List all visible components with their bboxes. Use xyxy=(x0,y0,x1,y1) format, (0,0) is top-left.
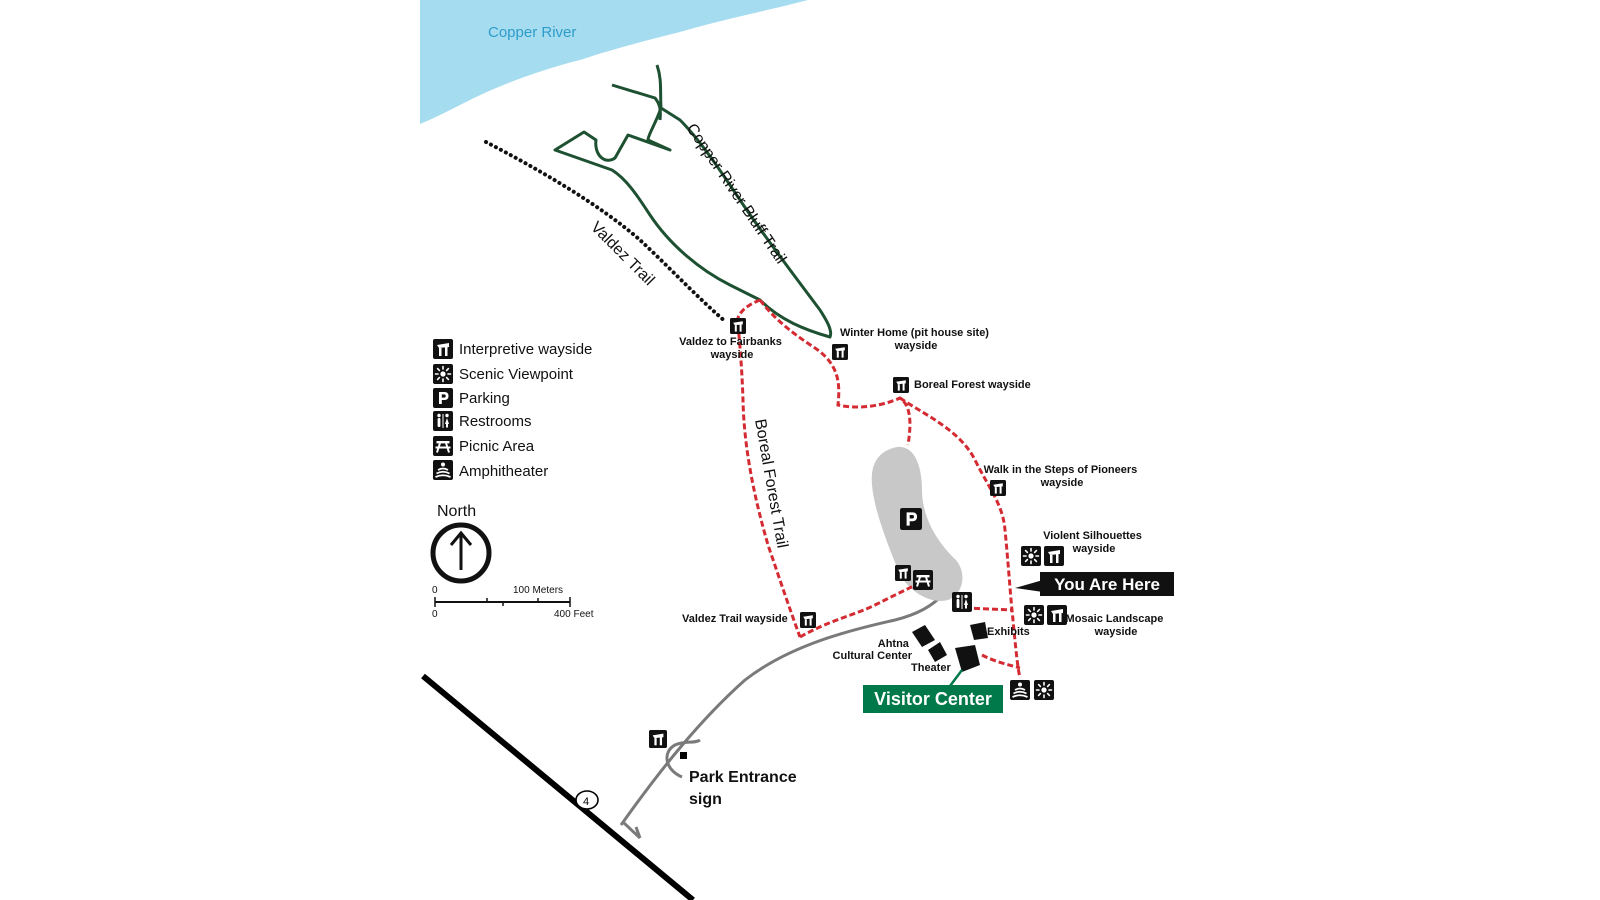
boreal-trail-label: Boreal Forest Trail xyxy=(751,418,790,550)
mosaic-viewpoint-icon[interactable] xyxy=(1024,605,1044,625)
legend-label: Picnic Area xyxy=(459,438,535,455)
violent-silhouettes-label: Violent Silhouettes wayside xyxy=(1043,530,1145,555)
exhibits-building xyxy=(970,622,988,640)
ahtna-label: Ahtna Cultural Center xyxy=(833,638,913,662)
legend-label: Restrooms xyxy=(459,413,532,430)
wayside-boreal-forest-icon[interactable] xyxy=(893,377,909,393)
wayside-violent-silhouettes-icon[interactable] xyxy=(1044,546,1064,566)
wayside-valdez-fairbanks-icon[interactable] xyxy=(730,318,746,334)
picnic-area-map-icon[interactable] xyxy=(913,570,933,590)
legend-restrooms-icon xyxy=(433,411,453,431)
picnic-wayside-icon[interactable] xyxy=(895,565,911,581)
scale-feet-zero: 0 xyxy=(432,609,438,620)
route-shield xyxy=(575,790,599,810)
entrance-sign-marker xyxy=(680,752,687,759)
mosaic-landscape-label: Mosaic Landscape wayside xyxy=(1066,613,1167,638)
visitor-center-pointer xyxy=(949,669,963,687)
winter-home-label: Winter Home (pit house site) wayside xyxy=(840,327,992,352)
entrance-road-spur xyxy=(622,821,642,840)
amphitheater-viewpoint-icon[interactable] xyxy=(1034,680,1054,700)
wayside-winter-home-icon[interactable] xyxy=(832,344,848,360)
violent-silhouettes-viewpoint-icon[interactable] xyxy=(1021,546,1041,566)
you-are-here-pointer xyxy=(1015,580,1043,592)
north-compass: North xyxy=(430,503,492,584)
copper-river-water xyxy=(420,0,808,124)
legend-parking-icon xyxy=(433,388,453,408)
legend: Interpretive wayside Scenic Viewpoint Pa… xyxy=(433,339,592,480)
visitor-center-box xyxy=(863,685,1003,713)
scale-meters-zero: 0 xyxy=(432,585,438,596)
visitor-center-label: Visitor Center xyxy=(874,689,992,709)
river-label: Copper River xyxy=(488,24,576,41)
scale-feet-value: 400 Feet xyxy=(554,609,594,620)
legend-interpretive-wayside-icon xyxy=(433,339,453,359)
visitor-center-building xyxy=(955,645,980,672)
route-number: 4 xyxy=(583,796,589,808)
valdez-trail-wayside-label: Valdez Trail wayside xyxy=(682,613,788,625)
valdez-trail-line xyxy=(484,140,728,324)
bluff-trail-line xyxy=(553,64,833,339)
entrance-road xyxy=(619,593,945,826)
legend-label: Interpretive wayside xyxy=(459,341,592,358)
legend-scenic-viewpoint-icon xyxy=(433,364,453,384)
bluff-trail-label: Copper River Bluff Trail xyxy=(683,121,789,267)
amphitheater-map-icon[interactable] xyxy=(1010,680,1030,700)
wayside-pioneers-icon[interactable] xyxy=(990,480,1006,496)
north-label: North xyxy=(437,503,476,520)
restrooms-map-icon[interactable] xyxy=(952,592,972,612)
highway-4 xyxy=(421,673,695,900)
pioneers-label: Walk in the Steps of Pioneers wayside xyxy=(984,464,1141,489)
legend-amphitheater-icon xyxy=(433,460,453,480)
scale-bar: 0 100 Meters 0 400 Feet xyxy=(432,585,594,620)
legend-label: Amphitheater xyxy=(459,463,548,480)
scale-meters-value: 100 Meters xyxy=(513,585,563,596)
valdez-fairbanks-label: Valdez to Fairbanks wayside xyxy=(679,336,785,361)
buildings xyxy=(912,622,988,672)
wayside-mosaic-landscape-icon[interactable] xyxy=(1047,605,1067,625)
legend-picnic-area-icon xyxy=(433,436,453,456)
entrance-sign-loop xyxy=(665,738,701,779)
you-are-here-label: You Are Here xyxy=(1054,575,1160,594)
legend-label: Scenic Viewpoint xyxy=(459,366,574,383)
wayside-valdez-trail-icon[interactable] xyxy=(800,612,816,628)
bluff-trail-upper xyxy=(611,83,662,121)
boreal-forest-wayside-label: Boreal Forest wayside xyxy=(914,379,1031,391)
valdez-trail-label: Valdez Trail xyxy=(587,219,657,289)
you-are-here-box xyxy=(1040,572,1174,596)
theater-label: Theater xyxy=(911,662,951,674)
wayside-entrance-icon[interactable] xyxy=(649,730,667,748)
exhibits-label: Exhibits xyxy=(987,626,1030,638)
park-entrance-label: Park Entrance sign xyxy=(689,769,801,808)
theater-building xyxy=(928,642,947,662)
parking-map-icon xyxy=(900,508,922,530)
ahtna-building xyxy=(912,625,935,647)
legend-label: Parking xyxy=(459,390,510,407)
